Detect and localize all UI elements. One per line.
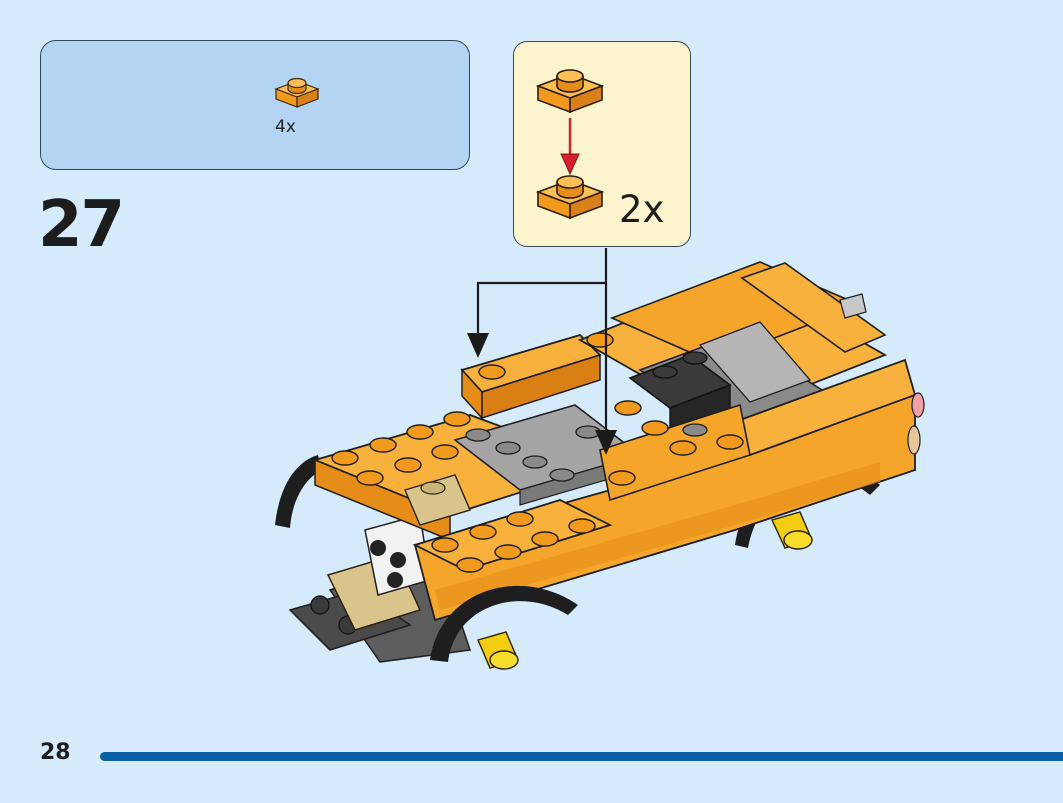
front-fender-icon xyxy=(430,585,578,662)
page-progress-bar xyxy=(100,752,1063,761)
part-quantity: 4x xyxy=(275,117,296,137)
step-number: 27 xyxy=(38,188,125,262)
stack-plate-on-plate-icon xyxy=(535,69,605,220)
sub-assembly-multiplier: 2x xyxy=(619,188,665,231)
page-number: 28 xyxy=(40,740,71,765)
orange-plate-1x1-round-icon xyxy=(274,77,320,108)
sub-assembly-callout: 2x xyxy=(513,41,691,247)
placement-arrow xyxy=(476,248,608,440)
yellow-axle-pin-icon xyxy=(771,511,813,550)
parts-list-callout: 4x xyxy=(40,40,470,170)
